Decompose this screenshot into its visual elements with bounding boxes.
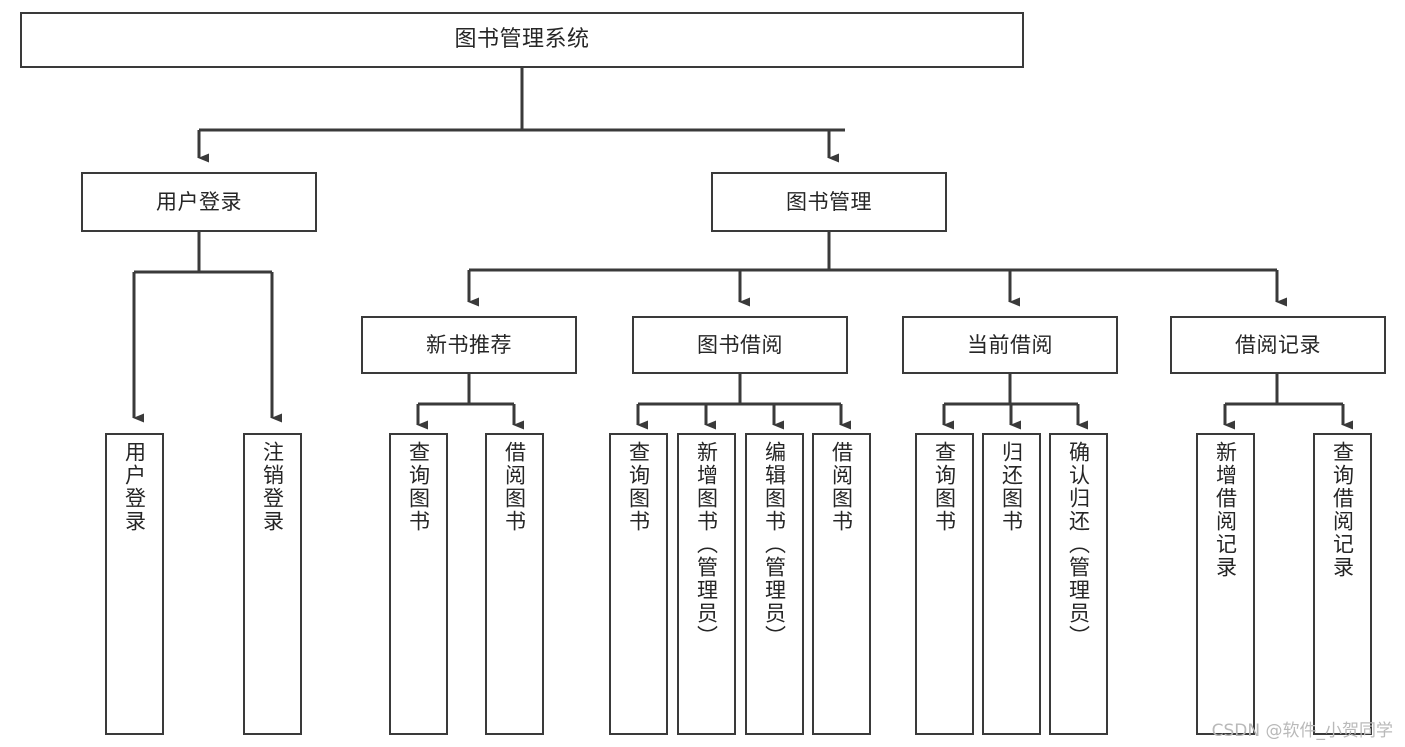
node-leaf-user-logout[interactable]: 注销登录 — [243, 433, 302, 735]
node-leaf-borrow-book-2[interactable]: 借阅图书 — [812, 433, 871, 735]
node-leaf-user-login-label: 用户登录 — [122, 441, 147, 533]
csdn-watermark: CSDN @软件_小贺同学 — [1211, 721, 1393, 741]
node-book-management[interactable]: 图书管理 — [711, 172, 947, 232]
node-leaf-confirm-return[interactable]: 确认归还（管理员） — [1049, 433, 1108, 735]
node-leaf-confirm-return-label: 确认归还（管理员） — [1066, 441, 1091, 648]
node-leaf-query-book-3[interactable]: 查询图书 — [915, 433, 974, 735]
node-leaf-query-book-2[interactable]: 查询图书 — [609, 433, 668, 735]
node-leaf-query-book-3-label: 查询图书 — [932, 441, 957, 533]
node-book-borrow[interactable]: 图书借阅 — [632, 316, 848, 374]
node-leaf-add-record[interactable]: 新增借阅记录 — [1196, 433, 1255, 735]
node-leaf-query-book-1-label: 查询图书 — [406, 441, 431, 533]
node-leaf-user-logout-label: 注销登录 — [260, 441, 285, 533]
node-book-borrow-label: 图书借阅 — [697, 332, 783, 357]
node-book-management-label: 图书管理 — [786, 189, 872, 214]
node-leaf-edit-book-label: 编辑图书（管理员） — [762, 441, 787, 648]
node-current-borrow[interactable]: 当前借阅 — [902, 316, 1118, 374]
node-leaf-borrow-book-2-label: 借阅图书 — [829, 441, 854, 533]
node-current-borrow-label: 当前借阅 — [967, 332, 1053, 357]
node-leaf-add-book[interactable]: 新增图书（管理员） — [677, 433, 736, 735]
node-leaf-query-record-label: 查询借阅记录 — [1330, 441, 1355, 579]
node-user-login[interactable]: 用户登录 — [81, 172, 317, 232]
node-user-login-label: 用户登录 — [156, 189, 242, 214]
node-leaf-add-record-label: 新增借阅记录 — [1213, 441, 1238, 579]
node-leaf-user-login[interactable]: 用户登录 — [105, 433, 164, 735]
node-root-book-management-system[interactable]: 图书管理系统 — [20, 12, 1024, 68]
node-leaf-query-record[interactable]: 查询借阅记录 — [1313, 433, 1372, 735]
node-borrow-record[interactable]: 借阅记录 — [1170, 316, 1386, 374]
node-leaf-borrow-book-1[interactable]: 借阅图书 — [485, 433, 544, 735]
node-leaf-return-book-label: 归还图书 — [999, 441, 1024, 533]
node-leaf-query-book-1[interactable]: 查询图书 — [389, 433, 448, 735]
node-leaf-add-book-label: 新增图书（管理员） — [694, 441, 719, 648]
node-new-book-recommend[interactable]: 新书推荐 — [361, 316, 577, 374]
node-leaf-borrow-book-1-label: 借阅图书 — [502, 441, 527, 533]
node-new-book-recommend-label: 新书推荐 — [426, 332, 512, 357]
node-leaf-return-book[interactable]: 归还图书 — [982, 433, 1041, 735]
node-root-label: 图书管理系统 — [454, 27, 590, 53]
node-leaf-edit-book[interactable]: 编辑图书（管理员） — [745, 433, 804, 735]
node-leaf-query-book-2-label: 查询图书 — [626, 441, 651, 533]
node-borrow-record-label: 借阅记录 — [1235, 332, 1321, 357]
